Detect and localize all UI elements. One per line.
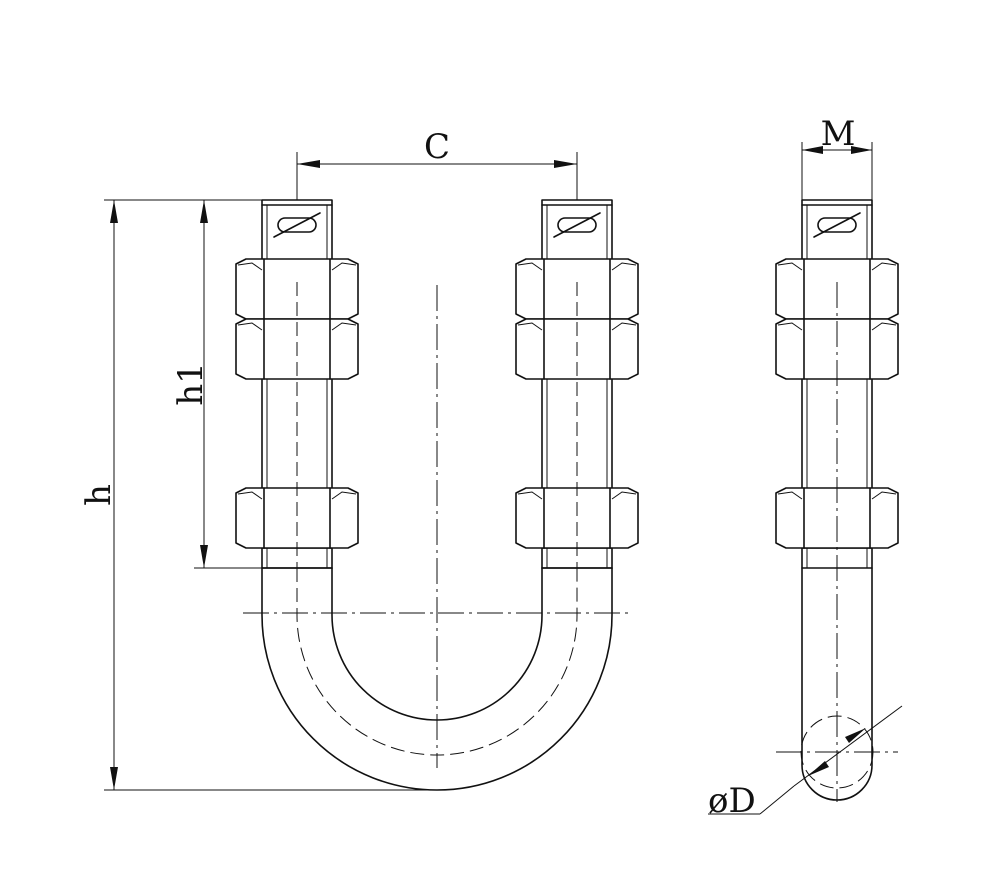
dimension-c: C <box>296 127 578 200</box>
dimension-c-label: C <box>424 127 450 167</box>
u-bolt-front-view <box>235 199 639 791</box>
dimension-h1: h1 <box>171 199 296 569</box>
right-lower-nut <box>515 487 639 549</box>
left-leg <box>235 199 359 569</box>
dimension-h-label: h <box>79 484 119 506</box>
dimension-d: øD <box>708 705 903 821</box>
side-upper-nut-2 <box>775 318 899 380</box>
dimension-m-label: M <box>821 114 856 154</box>
dimension-d-label: øD <box>708 781 756 821</box>
u-bolt-side-view <box>775 199 899 802</box>
right-cotter-slot <box>557 217 597 233</box>
side-cotter-slot <box>817 217 857 233</box>
left-cotter-slot <box>277 217 317 233</box>
right-leg <box>515 199 639 569</box>
left-lower-nut <box>235 487 359 549</box>
dimension-h1-label: h1 <box>171 362 211 406</box>
dimension-m: M <box>801 114 873 200</box>
dimension-h: h <box>79 199 437 791</box>
side-rod-outline <box>801 199 873 801</box>
